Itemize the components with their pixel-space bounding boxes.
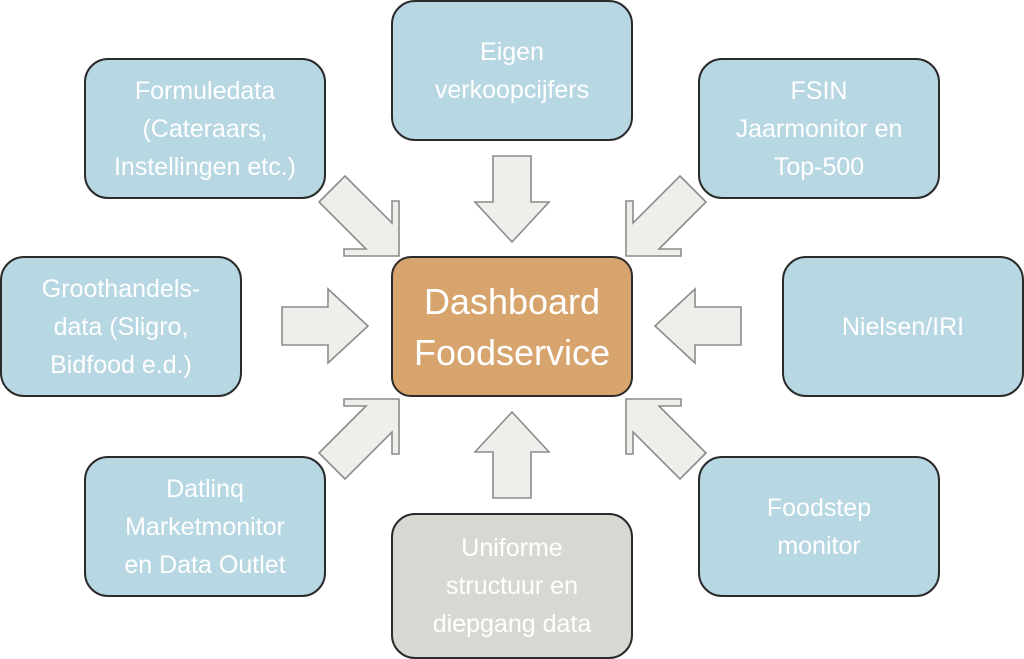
- up-arrow-icon: [473, 410, 551, 499]
- down-left-arrow-icon: [625, 174, 708, 257]
- uniforme-structuur-box: Uniforme structuur en diepgang data: [391, 513, 633, 659]
- up-right-arrow-icon: [317, 398, 400, 481]
- formuledata-box: Formuledata (Cateraars, Instellingen etc…: [84, 58, 326, 199]
- right-arrow-icon: [281, 287, 370, 365]
- nielsen-iri-box: Nielsen/IRI: [782, 256, 1024, 397]
- dashboard-foodservice-box: Dashboard Foodservice: [391, 256, 633, 397]
- datlinq-marketmonitor-box: Datlinq Marketmonitor en Data Outlet: [84, 456, 326, 597]
- eigen-verkoopcijfers-box: Eigen verkoopcijfers: [391, 0, 633, 141]
- groothandelsdata-box: Groothandels- data (Sligro, Bidfood e.d.…: [0, 256, 242, 397]
- fsin-jaarmonitor-box: FSIN Jaarmonitor en Top-500: [698, 58, 940, 199]
- down-right-arrow-icon: [317, 174, 400, 257]
- up-left-arrow-icon: [625, 398, 708, 481]
- down-arrow-icon: [473, 155, 551, 244]
- foodstep-monitor-box: Foodstep monitor: [698, 456, 940, 597]
- left-arrow-icon: [653, 287, 742, 365]
